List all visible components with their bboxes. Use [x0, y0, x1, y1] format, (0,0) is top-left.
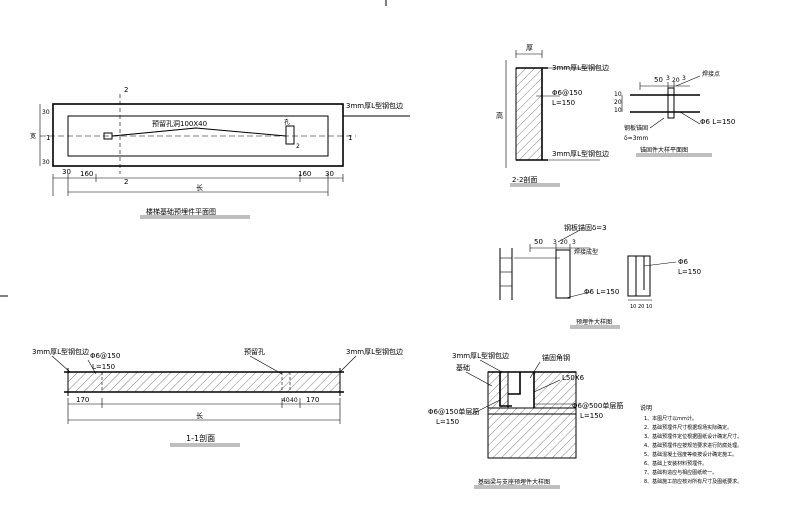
plan-hole-label: 孔 [284, 118, 290, 126]
node-title: 基础梁与支座预埋件大样图 [478, 478, 550, 486]
sec11-hole: 预留孔 [244, 347, 265, 356]
node-rebar-left: Φ6@150单层筋 [428, 407, 479, 416]
sec22-view [505, 50, 600, 187]
node-rebar-left-len: L=150 [436, 418, 459, 426]
plan-title: 楼梯基础预埋件平面图 [146, 207, 216, 216]
sec11-edge-left: 3mm厚L型钢包边 [32, 347, 89, 356]
anchor-dim-10: 10 [614, 91, 622, 98]
plan-slope-line-2 [111, 127, 197, 137]
sec22-title: 2-2剖面 [512, 175, 537, 184]
plan-sec2-bottom: 2 [124, 178, 128, 186]
piece-dim-10b: 10 [646, 304, 652, 310]
piece-dim-20: 20 [560, 239, 568, 246]
anchor-title: 锚固件大样平面图 [640, 146, 688, 154]
plan-dim-total: 长 [196, 183, 203, 192]
sec-node-view [465, 359, 577, 489]
note-4: 4、基础预埋件应按规范要求进行防腐处理。 [644, 442, 742, 449]
piece-dim-10: 10 [630, 304, 636, 310]
sec11-view [51, 355, 357, 447]
anchor-dim-20: 20 [672, 77, 680, 84]
sec22-rebar: Φ6@150 [552, 89, 582, 97]
plan-hole-num: 2 [296, 143, 300, 150]
plan-dim-side-30-bottom: 30 [42, 159, 50, 166]
piece-bar: Φ6 L=150 [584, 288, 619, 296]
sec22-height: 高 [496, 111, 503, 120]
piece-dim-3: 3 [553, 239, 557, 246]
plan-dim-side-30-top: 30 [42, 109, 50, 116]
piece-plate: 钢板锚固δ=3 [564, 223, 607, 232]
plan-dim-160-left: 160 [80, 170, 93, 178]
note-5: 5、基础混凝土强度等级按设计确定施工。 [644, 451, 737, 458]
sec11-dim-170-right: 170 [306, 396, 319, 404]
sec11-dim-170-left: 170 [76, 396, 89, 404]
sec11-title: 1-1剖面 [186, 433, 215, 443]
anchor-dim-50: 50 [654, 76, 663, 84]
sec22-body [515, 67, 543, 161]
plan-dim-30-right: 30 [325, 170, 334, 178]
plan-dim-side-w: 宽 [30, 132, 36, 140]
piece-bar2-len: L=150 [678, 268, 701, 276]
plan-sec1-right: 1 [348, 134, 352, 142]
note-3: 3、基础预埋件定位根据图纸设计确定尺寸。 [644, 433, 742, 440]
anchor-dim-20v: 20 [614, 99, 622, 106]
note-6: 6、基础上安装材料预埋件。 [644, 460, 707, 467]
sec11-dim-total: 长 [196, 411, 203, 420]
sec11-dim-40-right: 40 [290, 397, 298, 404]
piece-dim-50: 50 [534, 238, 543, 246]
anchor-dim-3b: 3 [682, 75, 686, 82]
node-plate: 锚固角钢 [542, 353, 570, 362]
piece-dim-20: 20 [638, 304, 644, 310]
piece-title: 预埋件大样图 [576, 318, 612, 326]
plan-embed-label: 预留孔洞100X40 [152, 119, 207, 128]
plan-edge-label: 3mm厚L型钢包边 [346, 101, 403, 110]
node-rebar-right: Φ6@500单层筋 [572, 401, 623, 410]
anchor-detail-view [621, 75, 712, 157]
anchor-dim-3a: 3 [666, 75, 670, 82]
plan-sec2-top: 2 [124, 86, 128, 94]
anchor-plate-t: δ=3mm [624, 135, 648, 142]
node-edge: 3mm厚L型钢包边 [452, 351, 509, 360]
sec11-rebar-len: L=150 [92, 363, 115, 371]
node-base: 基础 [456, 363, 470, 372]
plan-slope-line [111, 127, 287, 137]
piece-weld: 焊接成型 [574, 248, 598, 256]
anchor-weld: 焊接点 [702, 70, 720, 78]
plan-view [39, 94, 410, 219]
sec11-edge-right: 3mm厚L型钢包边 [346, 347, 403, 356]
sec22-edge-bottom: 3mm厚L型钢包边 [552, 149, 609, 158]
note-1: 1、本图尺寸以mm计。 [644, 415, 697, 422]
plan-outer-rect [52, 103, 344, 167]
piece-bar2: Φ6 [678, 258, 689, 266]
node-angle: L50X6 [562, 374, 585, 382]
plan-sec1-left: 1 [46, 134, 50, 142]
plan-dim-30-left: 30 [62, 168, 71, 176]
sec11-rebar: Φ6@150 [90, 352, 120, 360]
piece-dim-3b: 3 [572, 239, 576, 246]
piece-detail-view [499, 229, 677, 329]
plan-dim-160-right: 160 [298, 170, 311, 178]
notes-heading: 说明 [640, 404, 652, 412]
plan-embed-right [285, 125, 295, 145]
anchor-plate: 钢板锚固 [624, 124, 648, 132]
note-8: 8、基础施工前应核对所有尺寸及图纸要求。 [644, 478, 742, 485]
sec22-thickness: 厚 [526, 44, 533, 52]
note-7: 7、基础构造应与相应图纸统一。 [644, 469, 717, 476]
sec11-body [67, 371, 341, 393]
node-rebar-right-len: L=150 [580, 412, 603, 420]
note-2: 2、基础预埋件尺寸根据现场实际确定。 [644, 424, 732, 431]
sec22-edge-top: 3mm厚L型钢包边 [552, 63, 609, 72]
anchor-bar: Φ6 L=150 [700, 118, 735, 126]
sec22-rebar-len: L=150 [552, 99, 575, 107]
anchor-dim-10b: 10 [614, 107, 622, 114]
sec11-dim-40-left: 40 [282, 397, 290, 404]
